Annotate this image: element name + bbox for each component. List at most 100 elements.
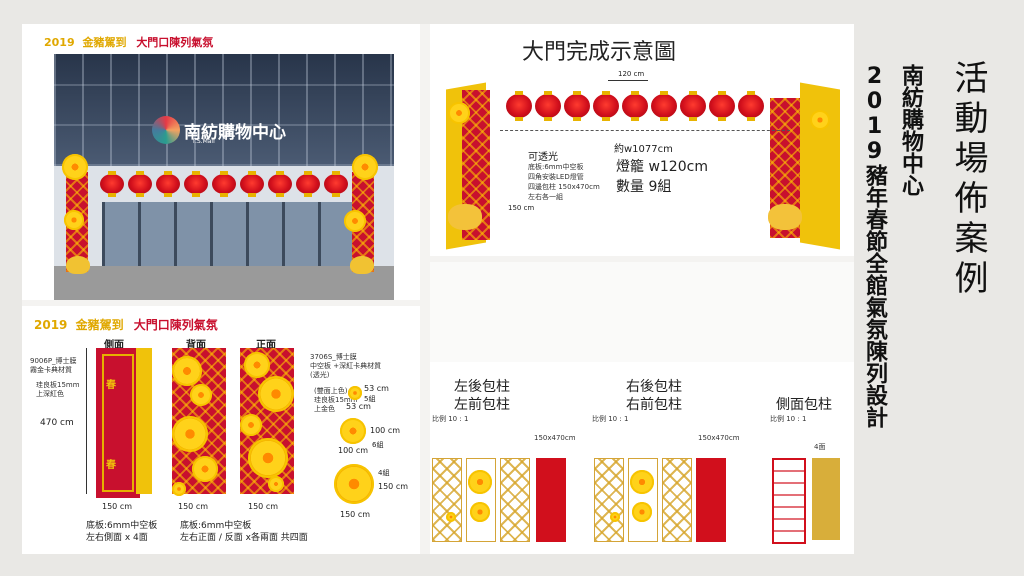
flower-100-count: 6組 xyxy=(372,441,384,449)
lantern-icon xyxy=(128,171,152,197)
flower-53-icon xyxy=(348,386,362,400)
note-9006b: 霧金卡典材質 xyxy=(30,366,72,374)
lantern-icon xyxy=(100,171,124,197)
col-front-label: 正面 xyxy=(256,340,276,351)
back-width: 150 cm xyxy=(178,502,209,511)
lantern-icon xyxy=(184,171,208,197)
side-subtitle-col2: 2019豬年春節全館氣氛陳列設計 xyxy=(862,64,887,428)
wrap-flower-icon xyxy=(468,470,492,494)
lantern-icon xyxy=(268,171,292,197)
flower-150-count: 4組 xyxy=(378,469,390,477)
mall-name: 南紡購物中心 xyxy=(184,123,286,143)
pig-ornament-icon xyxy=(448,204,482,230)
gate-spec-list: 底板:6mm中空板 四角安裝LED燈管 四邊包柱 150x470cm 左右各一組 xyxy=(528,163,600,201)
front-width: 150 cm xyxy=(248,502,279,511)
wrap3-red-outline xyxy=(772,458,806,544)
scale-2: 比例 10 : 1 xyxy=(592,415,629,423)
lantern-icon xyxy=(622,91,648,121)
dim-pillar-width: 150 cm xyxy=(508,204,535,212)
pillar-flower-icon xyxy=(172,356,202,386)
wrap3-gold-panel xyxy=(812,458,840,540)
pillar-flower-icon xyxy=(172,482,186,496)
lantern-icon xyxy=(564,91,590,121)
lantern-icon xyxy=(296,171,320,197)
slide-title: 活動場佈案例 xyxy=(948,60,988,300)
lantern-size-label: 燈籠 w120cm xyxy=(616,159,708,175)
lantern-icon xyxy=(212,171,236,197)
spring-glyph-icon: 春 xyxy=(106,380,116,391)
base-side-1: 底板:6mm中空板 xyxy=(86,521,158,531)
flower-150-icon xyxy=(334,464,374,504)
dim-lantern-width: 120 cm xyxy=(618,70,645,78)
pillar-spec-panel: 2019 金豬駕到 大門口陳列氣氛 側面 背面 正面 春 春 9006P_博士膜… xyxy=(22,306,420,554)
storefront-photo-panel: 2019 金豬駕到 大門口陳列氣氛 南紡購物中心 T.S.Mall xyxy=(22,24,420,300)
note-gold2: 珪良板15mm xyxy=(314,396,358,404)
scale-1: 比例 10 : 1 xyxy=(432,415,469,423)
gate-flower-icon xyxy=(810,110,830,130)
lantern-icon xyxy=(709,91,735,121)
wrap2-panel-b xyxy=(628,458,658,542)
wrap1-red-panel xyxy=(536,458,566,542)
wrap1-panel-a xyxy=(432,458,462,542)
pig-ornament-icon xyxy=(768,204,802,230)
flower-53-width: 53 cm xyxy=(346,402,371,411)
flower-100-icon xyxy=(340,418,366,444)
wrap1-panel-c xyxy=(500,458,530,542)
gate-diagram-panel: 大門完成示意圖 120 cm 約w1077cm 可透光 底板:6mm中空板 四角… xyxy=(430,24,854,256)
note-board: 珪良板15mm xyxy=(36,381,80,389)
flower-100-height: 100 cm xyxy=(370,426,401,435)
spring-glyph-icon: 春 xyxy=(106,460,116,471)
pillar-flower-icon xyxy=(244,352,270,378)
note-gold3: 上金色 xyxy=(314,405,335,413)
scale-3: 比例 10 : 1 xyxy=(770,415,807,423)
note-3706: 3706S_博士膜 xyxy=(310,353,357,361)
wrap-flower-icon xyxy=(632,502,652,522)
pillar-flower-icon xyxy=(172,416,208,452)
mall-name-en: T.S.Mall xyxy=(192,138,215,145)
col-back-label: 背面 xyxy=(186,340,206,351)
wrap-dim-1: 150x470cm xyxy=(534,434,576,442)
col-side-label: 側面 xyxy=(104,340,124,351)
glass-doors xyxy=(102,202,352,266)
wrap2-panel-a xyxy=(594,458,624,542)
pillar-flower-icon xyxy=(190,384,212,406)
note-3706b: 中空板 +深紅卡典材質 xyxy=(310,362,382,370)
gate-right-pillar xyxy=(800,82,840,250)
lantern-icon xyxy=(156,171,180,197)
side-subtitle-col1: 南紡購物中心 xyxy=(898,64,923,196)
wrap-group1-title2: 左前包柱 xyxy=(454,397,510,413)
pillar-flower-icon xyxy=(268,476,284,492)
gate-flower-icon xyxy=(448,102,470,124)
building-upper xyxy=(54,54,394,166)
lantern-icon xyxy=(593,91,619,121)
wrap-group3-title: 側面包柱 xyxy=(776,397,832,413)
mall-logo-icon xyxy=(152,116,180,144)
pillar-flower-icon xyxy=(258,376,294,412)
lantern-icon xyxy=(506,91,532,121)
pig-ornament-icon xyxy=(350,256,374,274)
height-label: 470 cm xyxy=(40,418,74,428)
translucent-label: 可透光 xyxy=(528,152,558,163)
wrap-flower-icon xyxy=(630,470,654,494)
blank-area xyxy=(430,262,854,362)
gate-title: 大門完成示意圖 xyxy=(522,40,677,65)
wrap-flower-icon xyxy=(470,502,490,522)
spec-header: 2019 金豬駕到 大門口陳列氣氛 xyxy=(34,318,218,332)
note-board2: 上深紅色 xyxy=(36,390,64,398)
flower-53-count: 5組 xyxy=(364,395,376,403)
pillar-flower-icon xyxy=(344,210,366,232)
lantern-icon xyxy=(651,91,677,121)
photo-header: 2019 金豬駕到 大門口陳列氣氛 xyxy=(44,36,214,49)
lantern-icon xyxy=(680,91,706,121)
gate-width-label: 約w1077cm xyxy=(614,144,673,155)
pillar-flower-icon xyxy=(240,414,262,436)
wrap-group1-title1: 左後包柱 xyxy=(454,379,510,395)
flower-150-width: 150 cm xyxy=(340,510,371,519)
pig-ornament-icon xyxy=(66,256,90,274)
base-front-2: 左右正面 / 反面 x各兩面 共四面 xyxy=(180,533,308,543)
flower-150-height: 150 cm xyxy=(378,482,409,491)
note-gold1: (雙面上色) xyxy=(314,387,348,395)
mall-sign: 南紡購物中心 T.S.Mall xyxy=(152,116,322,146)
wrap-flower-icon xyxy=(610,512,620,522)
pillar-flower-icon xyxy=(64,210,84,230)
